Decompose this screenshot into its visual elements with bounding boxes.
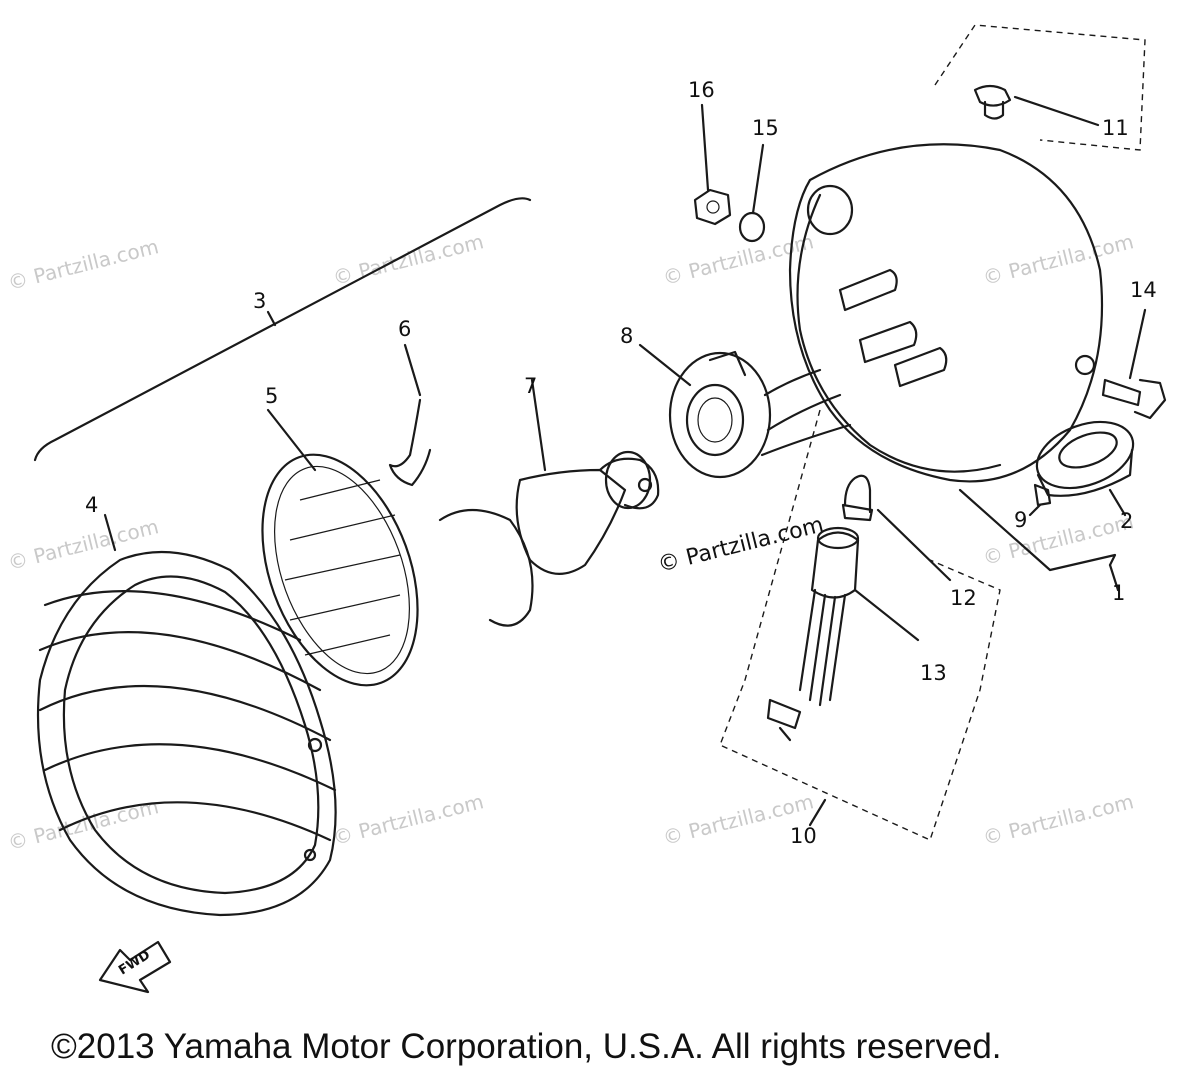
leader-16 xyxy=(700,103,710,192)
callout-14: 14 xyxy=(1130,278,1157,302)
callout-13: 13 xyxy=(920,661,947,685)
leader-15 xyxy=(751,143,765,215)
leader-2 xyxy=(1108,488,1127,517)
leader-13 xyxy=(853,588,920,642)
part-6-clip xyxy=(388,398,432,487)
leader-8 xyxy=(638,343,692,387)
part-1-case xyxy=(788,143,1104,483)
callout-5: 5 xyxy=(265,384,278,408)
part-12-pilot-bulb xyxy=(841,474,874,522)
watermark-main: © Partzilla.com xyxy=(655,512,826,577)
part-16-nut xyxy=(693,188,732,226)
watermark: © Partzilla.com xyxy=(330,789,486,850)
copyright-notice: ©2013 Yamaha Motor Corporation, U.S.A. A… xyxy=(51,1027,1002,1066)
watermark: © Partzilla.com xyxy=(330,229,486,290)
watermark: © Partzilla.com xyxy=(5,794,161,855)
callout-6: 6 xyxy=(398,317,411,341)
watermarks: © Partzilla.com © Partzilla.com © Partzi… xyxy=(5,229,1136,855)
leader-10 xyxy=(808,798,827,827)
watermark: © Partzilla.com xyxy=(980,789,1136,850)
leader-11 xyxy=(1013,95,1100,127)
part-2-ring xyxy=(1035,420,1135,497)
box-10 xyxy=(719,409,1001,841)
part-9-screw xyxy=(1033,483,1052,507)
leader-1 xyxy=(1108,563,1120,592)
callout-16: 16 xyxy=(688,78,715,102)
callout-4: 4 xyxy=(85,493,98,517)
part-8-socket xyxy=(668,350,852,479)
callout-3: 3 xyxy=(253,289,266,313)
callouts: 1 2 3 4 5 6 7 8 9 10 11 12 13 14 15 16 xyxy=(85,78,1157,848)
callout-8: 8 xyxy=(620,324,633,348)
callout-12: 12 xyxy=(950,586,977,610)
watermark: © Partzilla.com xyxy=(5,514,161,575)
callout-11: 11 xyxy=(1102,116,1129,140)
leader-9 xyxy=(1028,503,1042,517)
callout-9: 9 xyxy=(1014,508,1027,532)
callout-7: 7 xyxy=(524,374,537,398)
leader-7 xyxy=(530,378,547,472)
leader-5 xyxy=(266,408,317,472)
bracket-1 xyxy=(958,488,1117,572)
callout-2: 2 xyxy=(1120,509,1133,533)
part-11-grommet xyxy=(973,84,1012,120)
leader-3 xyxy=(266,310,277,327)
part-7-bulb xyxy=(515,450,660,575)
leader-6 xyxy=(403,343,422,397)
leader-4 xyxy=(103,513,117,552)
callout-10: 10 xyxy=(790,824,817,848)
leader-12 xyxy=(876,508,952,582)
part-13-pilot-socket xyxy=(766,526,860,742)
part-15-washer xyxy=(738,211,766,243)
watermark: © Partzilla.com xyxy=(980,229,1136,290)
watermark: © Partzilla.com xyxy=(5,234,161,295)
box-11 xyxy=(934,24,1146,151)
fwd-arrow-icon: FWD xyxy=(98,940,172,994)
leader-14 xyxy=(1128,308,1147,380)
bracket-3 xyxy=(33,197,532,462)
part-14-bolt xyxy=(1101,378,1167,420)
callout-15: 15 xyxy=(752,116,779,140)
part-4-rim-guard xyxy=(36,550,337,917)
part-5-lens xyxy=(261,453,534,687)
callout-1: 1 xyxy=(1112,581,1125,605)
